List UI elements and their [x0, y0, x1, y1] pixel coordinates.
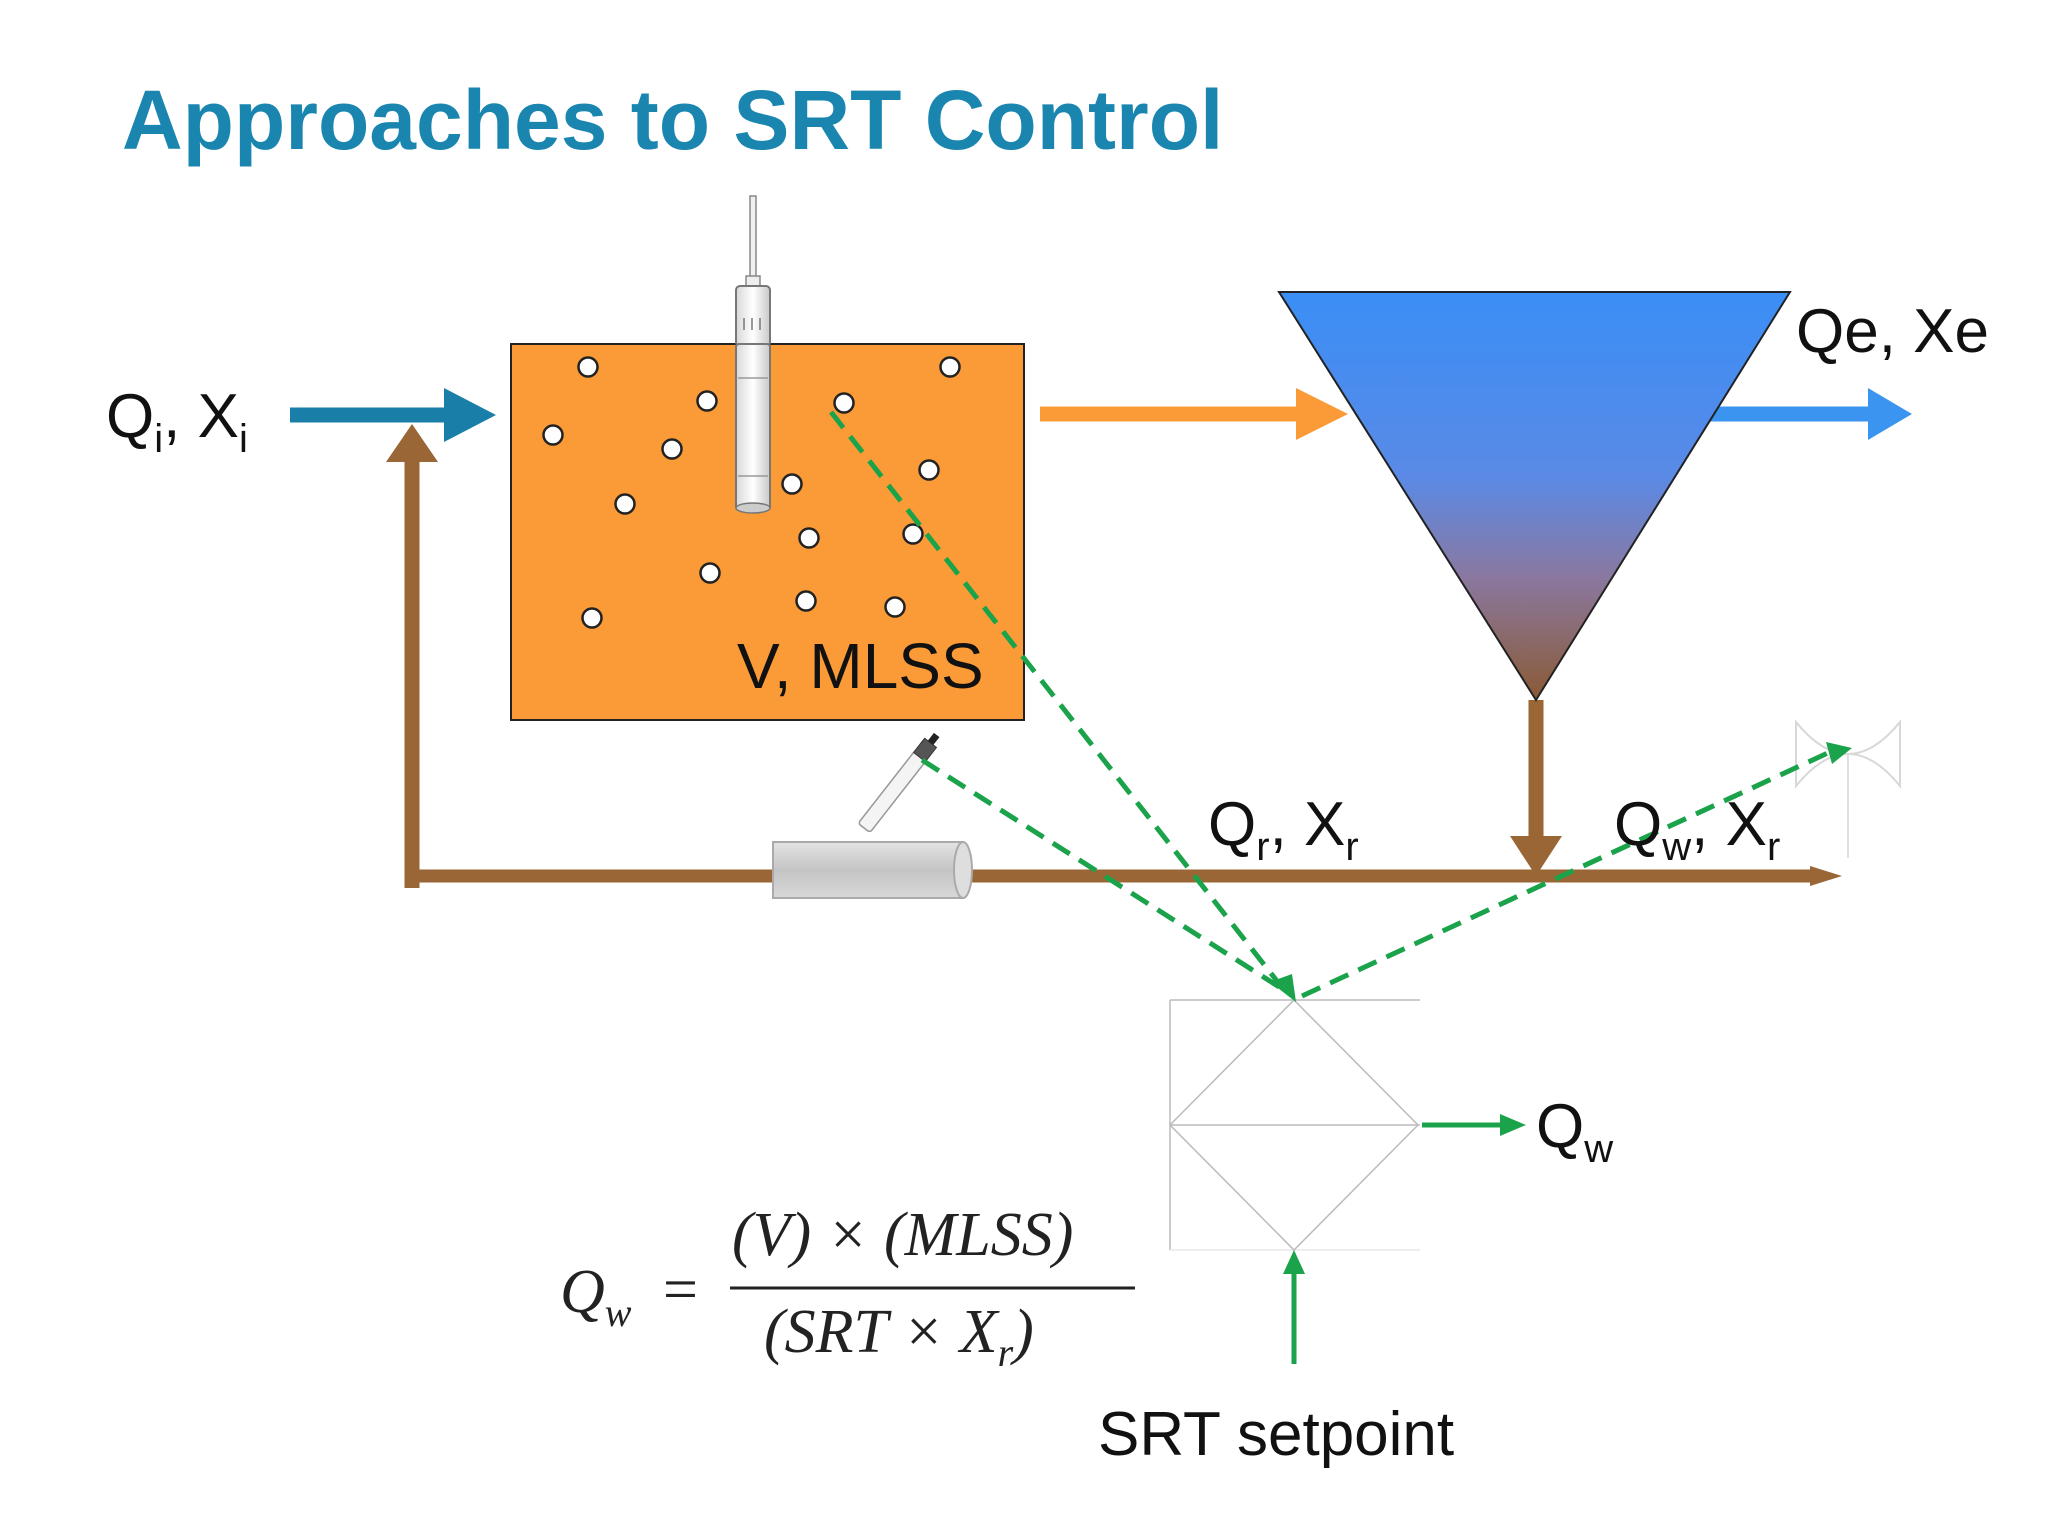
underflow-arrowhead: [1510, 836, 1562, 876]
recycle-label: Qr, Xr: [1208, 790, 1359, 869]
mlss-probe: [735, 195, 771, 514]
recycle-up-arrowhead: [386, 424, 438, 462]
air-bubbles: [542, 356, 961, 629]
waste-valve: [1795, 719, 1901, 858]
slide-title: Approaches to SRT Control: [122, 73, 1224, 167]
flow-signal-line: [920, 757, 1286, 993]
equation-equals: =: [663, 1256, 698, 1324]
equation-lhs: Qw: [560, 1258, 632, 1335]
effluent-label: Qe, Xe: [1796, 297, 1989, 366]
signal-arrowhead-2: [1826, 742, 1852, 764]
influent-label: Qi, Xi: [106, 382, 248, 461]
reactor-label: V, MLSS: [737, 630, 984, 702]
control-signal-line: [1300, 749, 1832, 999]
secondary-clarifier: [1277, 291, 1792, 702]
effluent-arrow: [1700, 388, 1912, 440]
setpoint-arrow: [1283, 1250, 1305, 1364]
setpoint-label: SRT setpoint: [1098, 1400, 1454, 1469]
waste-label: Qw, Xr: [1614, 790, 1780, 869]
reactor-outflow-arrow: [1040, 388, 1348, 440]
equation-denominator: (SRT × Xr): [764, 1298, 1034, 1375]
signal-lines: [829, 410, 1832, 999]
flow-meter: [772, 732, 973, 899]
controller-output-label: Qw: [1536, 1092, 1613, 1171]
srt-controller: [1168, 998, 1420, 1252]
waste-line-arrowhead: [1810, 866, 1842, 886]
aeration-tank: V, MLSS: [510, 195, 1025, 721]
waste-flow-equation: Qw = (V) × (MLSS) (SRT × Xr): [560, 1201, 1135, 1375]
equation-numerator: (V) × (MLSS): [732, 1201, 1073, 1269]
influent-arrow: [290, 388, 496, 442]
controller-output-arrow: [1422, 1114, 1526, 1136]
signal-arrowhead-1: [1270, 974, 1296, 1002]
